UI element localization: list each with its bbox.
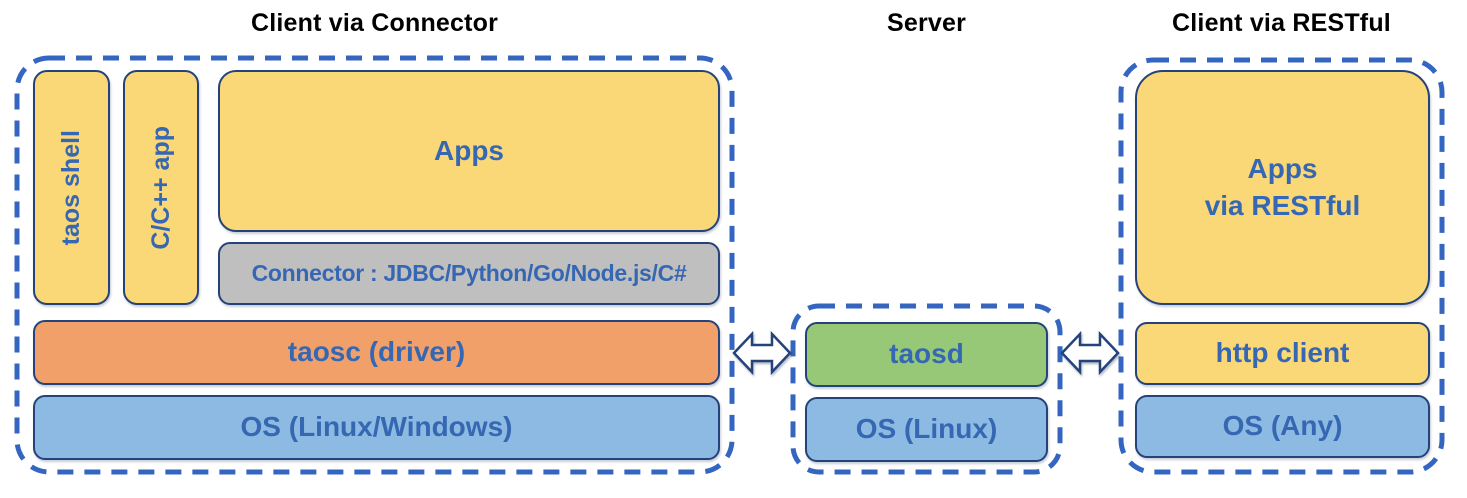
taosc-driver-box: taosc (driver) <box>33 320 720 385</box>
server-restful-link-arrow-icon <box>1060 330 1120 376</box>
apps-via-restful-box: Apps via RESTful <box>1135 70 1430 305</box>
http-client-label: http client <box>1215 337 1350 369</box>
apps-label: Apps <box>434 134 504 166</box>
connector-box: Connector : JDBC/Python/Go/Node.js/C# <box>218 242 720 305</box>
section-title-server: Server <box>886 9 967 37</box>
apps-via-restful-label-line1: Apps <box>1247 153 1318 185</box>
taos-shell-label: taos shell <box>57 129 86 246</box>
connector-label: Connector : JDBC/Python/Go/Node.js/C# <box>251 259 687 286</box>
section-title-client-restful: Client via RESTful <box>1172 9 1391 37</box>
c-cpp-app-label: C/C++ app <box>146 125 175 250</box>
taosd-label: taosd <box>889 338 964 370</box>
apps-box: Apps <box>218 70 720 232</box>
os-any-label: OS (Any) <box>1222 410 1343 442</box>
taosc-driver-label: taosc (driver) <box>287 336 466 368</box>
server-group-border <box>790 303 1063 475</box>
section-title-client-connector: Client via Connector <box>250 9 499 37</box>
os-linux-windows-label: OS (Linux/Windows) <box>240 411 513 443</box>
http-client-box: http client <box>1135 322 1430 385</box>
client-connector-group-border <box>14 55 735 475</box>
os-linux-windows-box: OS (Linux/Windows) <box>33 395 720 460</box>
apps-via-restful-label-line2: via RESTful <box>1204 189 1361 221</box>
os-linux-label: OS (Linux) <box>855 413 998 445</box>
taosd-box: taosd <box>805 322 1048 387</box>
os-any-box: OS (Any) <box>1135 395 1430 458</box>
taos-shell-box: taos shell <box>33 70 110 305</box>
c-cpp-app-box: C/C++ app <box>123 70 199 305</box>
client-server-link-arrow-icon <box>732 330 792 376</box>
os-linux-box: OS (Linux) <box>805 397 1048 462</box>
